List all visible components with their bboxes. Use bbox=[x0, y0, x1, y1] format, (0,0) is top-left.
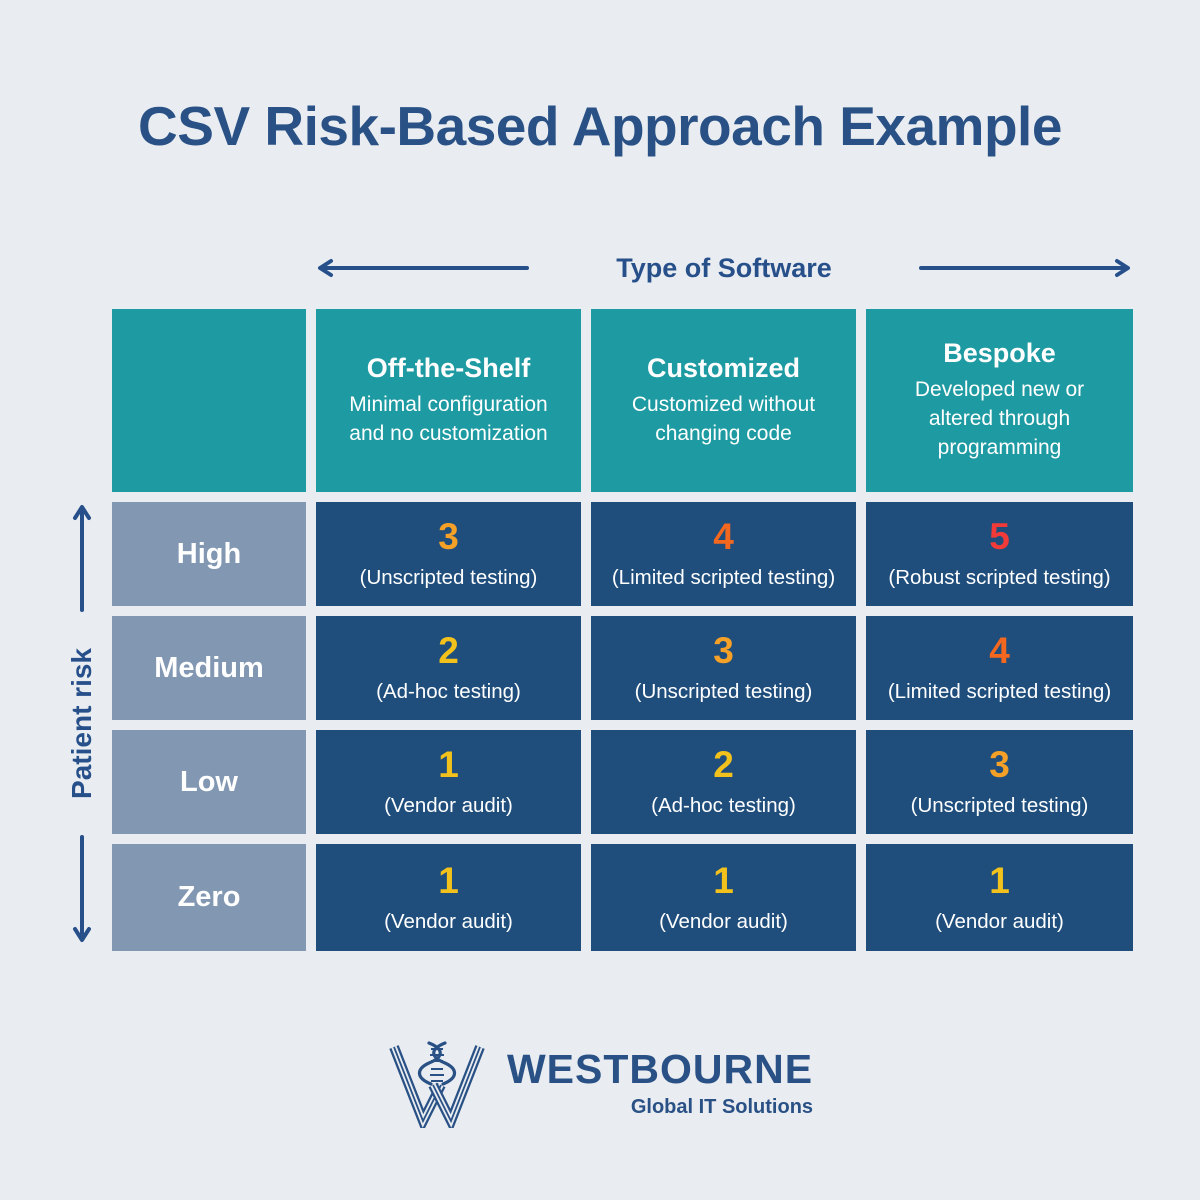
risk-score: 1 bbox=[438, 744, 459, 785]
testing-approach: (Unscripted testing) bbox=[634, 680, 813, 703]
arrow-right-icon bbox=[917, 258, 1133, 278]
column-header-bespoke: Bespoke Developed new or altered through… bbox=[866, 309, 1133, 492]
arrow-left-icon bbox=[315, 258, 531, 278]
matrix-cell-medium-bespoke: 4 (Limited scripted testing) bbox=[866, 616, 1133, 720]
risk-score: 3 bbox=[438, 516, 459, 557]
westbourne-w-dna-logo-icon bbox=[387, 1040, 487, 1128]
brand-name: WESTBOURNE bbox=[506, 1046, 814, 1092]
row-label-low: Low bbox=[112, 730, 306, 834]
arrow-up-icon bbox=[72, 502, 92, 614]
risk-score: 1 bbox=[438, 859, 459, 901]
matrix-cell-medium-off-the-shelf: 2 (Ad-hoc testing) bbox=[316, 616, 581, 720]
column-description: Developed new or altered through program… bbox=[914, 378, 1085, 459]
risk-score: 3 bbox=[989, 744, 1010, 785]
risk-score: 4 bbox=[713, 516, 734, 557]
brand-tagline: Global IT Solutions bbox=[630, 1096, 814, 1118]
page-title: CSV Risk-Based Approach Example bbox=[138, 95, 1062, 157]
matrix-cell-low-customized: 2 (Ad-hoc testing) bbox=[591, 730, 856, 834]
risk-score: 1 bbox=[989, 859, 1010, 901]
matrix-cell-high-off-the-shelf: 3 (Unscripted testing) bbox=[316, 502, 581, 606]
testing-approach: (Ad-hoc testing) bbox=[376, 680, 521, 703]
row-label-medium: Medium bbox=[112, 616, 306, 720]
column-header-off-the-shelf: Off-the-Shelf Minimal configuration and … bbox=[316, 309, 581, 492]
testing-approach: (Ad-hoc testing) bbox=[651, 794, 796, 817]
testing-approach: (Unscripted testing) bbox=[359, 566, 538, 589]
type-of-software-label: Type of Software bbox=[616, 252, 832, 283]
testing-approach: (Unscripted testing) bbox=[910, 794, 1089, 817]
arrow-down-icon bbox=[72, 833, 92, 945]
risk-matrix-table: Off-the-Shelf Minimal configuration and … bbox=[112, 309, 1133, 951]
testing-approach: (Vendor audit) bbox=[384, 909, 513, 933]
column-name: Off-the-Shelf bbox=[366, 352, 531, 383]
matrix-cell-high-bespoke: 5 (Robust scripted testing) bbox=[866, 502, 1133, 606]
column-name: Customized bbox=[646, 352, 800, 383]
brand-text-block: WESTBOURNE Global IT Solutions bbox=[507, 1049, 813, 1119]
matrix-cell-medium-customized: 3 (Unscripted testing) bbox=[591, 616, 856, 720]
patient-risk-label: Patient risk bbox=[66, 648, 97, 799]
footer-brand: WESTBOURNE Global IT Solutions bbox=[0, 1040, 1200, 1128]
matrix-corner-cell bbox=[112, 309, 306, 492]
testing-approach: (Robust scripted testing) bbox=[888, 566, 1111, 589]
testing-approach: (Limited scripted testing) bbox=[611, 566, 836, 589]
risk-score: 3 bbox=[713, 630, 734, 671]
matrix-cell-zero-customized: 1 (Vendor audit) bbox=[591, 844, 856, 951]
matrix-cell-low-bespoke: 3 (Unscripted testing) bbox=[866, 730, 1133, 834]
row-label-high: High bbox=[112, 502, 306, 606]
testing-approach: (Vendor audit) bbox=[659, 909, 788, 933]
testing-approach: (Vendor audit) bbox=[384, 794, 513, 817]
column-header-customized: Customized Customized without changing c… bbox=[591, 309, 856, 492]
column-name: Bespoke bbox=[943, 338, 1056, 369]
matrix-cell-zero-off-the-shelf: 1 (Vendor audit) bbox=[316, 844, 581, 951]
matrix-cell-low-off-the-shelf: 1 (Vendor audit) bbox=[316, 730, 581, 834]
row-label-zero: Zero bbox=[112, 844, 306, 951]
matrix-cell-high-customized: 4 (Limited scripted testing) bbox=[591, 502, 856, 606]
risk-score: 5 bbox=[989, 516, 1010, 557]
risk-score: 2 bbox=[713, 744, 734, 785]
matrix-cell-zero-bespoke: 1 (Vendor audit) bbox=[866, 844, 1133, 951]
testing-approach: (Vendor audit) bbox=[935, 909, 1064, 933]
column-description: Customized without changing code bbox=[631, 392, 816, 445]
column-description: Minimal configuration and no customizati… bbox=[349, 392, 548, 445]
risk-score: 4 bbox=[989, 630, 1010, 671]
type-of-software-axis: Type of Software bbox=[315, 248, 1133, 288]
risk-score: 1 bbox=[713, 859, 734, 901]
risk-score: 2 bbox=[438, 630, 459, 671]
testing-approach: (Limited scripted testing) bbox=[887, 680, 1112, 703]
patient-risk-axis: Patient risk bbox=[58, 502, 106, 945]
